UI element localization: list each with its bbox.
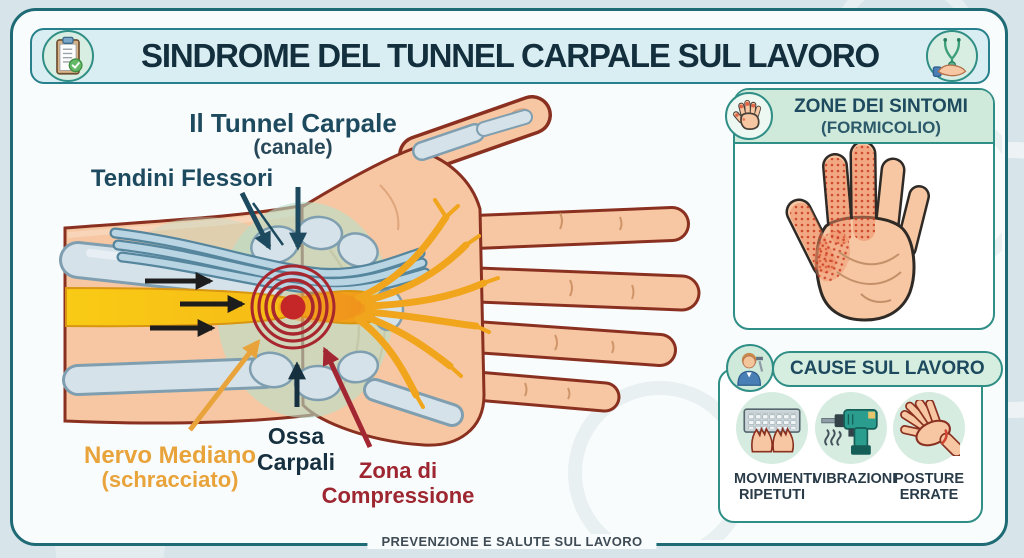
drill-icon xyxy=(814,392,887,464)
symptoms-title: ZONE DEI SINTOMI xyxy=(794,96,968,117)
keyboard-typing-icon xyxy=(736,392,808,464)
cause-item-repetitive-movements: MOVIMENTI RIPETUTI xyxy=(734,392,817,504)
clipboard-checklist-icon xyxy=(42,30,94,82)
label-pointer-arrows xyxy=(188,187,373,449)
wrist-anatomy-diagram xyxy=(20,85,710,530)
symptoms-subtitle: (FORMICOLIO) xyxy=(821,118,941,137)
compression-zone xyxy=(250,264,336,350)
label-median-nerve: Nervo Mediano (schracciato) xyxy=(83,442,257,493)
bent-wrist-icon xyxy=(893,392,965,464)
header-bar: SINDROME DEL TUNNEL CARPALE SUL LAVORO xyxy=(30,28,990,84)
cause-label: MOVIMENTI RIPETUTI xyxy=(734,471,817,503)
hand-holding-stethoscope-icon xyxy=(926,30,978,82)
label-carpal-tunnel: Il Tunnel Carpale (canale) xyxy=(189,108,397,160)
footer-tagline: PREVENZIONE E SALUTE SUL LAVORO xyxy=(367,534,657,549)
causes-panel: CAUSE SUL LAVORO MOVIMENTI RIP xyxy=(718,344,1003,523)
page-title: SINDROME DEL TUNNEL CARPALE SUL LAVORO xyxy=(141,37,880,74)
worker-icon xyxy=(726,344,774,392)
label-carpal-bones: Ossa Carpali xyxy=(257,423,335,475)
cause-label: POSTURE ERRATE xyxy=(893,471,965,503)
direction-arrows xyxy=(145,272,246,337)
cause-item-vibrations: VIBRAZIONI xyxy=(812,392,897,504)
hand-symptoms-icon xyxy=(725,92,773,140)
median-nerve xyxy=(65,198,500,409)
symptoms-panel-header: ZONE DEI SINTOMI (FORMICOLIO) xyxy=(735,90,993,144)
cause-label: VIBRAZIONI xyxy=(812,471,897,487)
cause-item-bad-posture: POSTURE ERRATE xyxy=(891,392,967,504)
label-flexor-tendons: Tendini Flessori xyxy=(90,165,274,192)
symptoms-panel: ZONE DEI SINTOMI (FORMICOLIO) xyxy=(725,88,995,330)
symptom-hand-illustration xyxy=(735,144,993,322)
causes-title: CAUSE SUL LAVORO xyxy=(772,351,1003,387)
nerve-branches xyxy=(354,213,488,399)
label-compression-zone: Zona di Compressione xyxy=(321,458,475,509)
